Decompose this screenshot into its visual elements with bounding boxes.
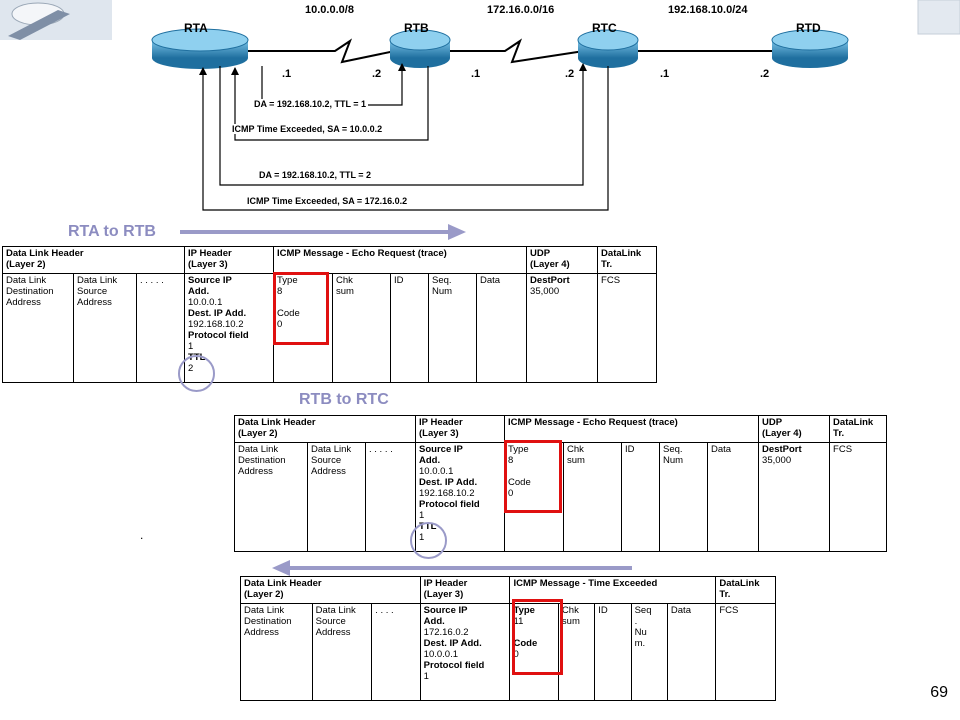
ttl-highlight-circle: [410, 522, 447, 559]
ip-header-layer: (Layer 3): [188, 259, 228, 270]
ip-header-cell: IP Header(Layer 3): [419, 576, 511, 604]
corner-photo-icon: [0, 0, 112, 40]
packet-table-time-exceeded: Data Link Header(Layer 2) IP Header(Laye…: [240, 576, 776, 701]
stray-mark: .: [140, 528, 144, 542]
trace-reply1-label: ICMP Time Exceeded, SA = 10.0.0.2: [230, 124, 385, 134]
router-icon: [151, 28, 249, 69]
icmp-id-cell: ID: [594, 603, 632, 701]
icmp-type-highlight: [273, 272, 329, 345]
udp-header-cell: UDP (Layer 4): [526, 246, 599, 274]
section-title-rtb-to-rtc: RTB to RTC: [299, 391, 389, 408]
router-name-rta: RTA: [184, 21, 208, 35]
page-number: 69: [930, 684, 948, 701]
router-icon: [577, 29, 639, 68]
dl-more-cell: . . . . .: [364, 442, 417, 552]
dl-header-title: Data Link Header: [6, 248, 84, 259]
serial-link-icon: [245, 38, 585, 64]
dl-trailer-sub: Tr.: [601, 259, 613, 270]
icmp-type-highlight: [512, 599, 563, 675]
udp-header-cell: UDP(Layer 4): [758, 415, 831, 443]
network-label: 10.0.0.0/8: [305, 4, 354, 16]
network-label: 192.168.10.0/24: [668, 4, 748, 16]
corner-photo-icon: [917, 0, 960, 35]
dl-header-cell: Data Link Header (Layer 2): [1, 246, 186, 274]
interface-label: .1: [471, 68, 481, 80]
trace-reply1-arrow: [231, 66, 429, 141]
icmp-seq-cell: Seq.Num: [659, 442, 709, 552]
trace-reply2-arrow: [199, 66, 609, 211]
router-name-rtb: RTB: [404, 21, 429, 35]
packet-table-rtb-to-rtc: Data Link Header(Layer 2) IP Header(Laye…: [233, 415, 888, 552]
icmp-type-highlight: [504, 440, 562, 513]
router-icon: [389, 29, 451, 68]
trace-reply2-label: ICMP Time Exceeded, SA = 172.16.0.2: [245, 196, 410, 206]
trace-probe2-arrow: [219, 63, 587, 186]
dl-header-cell: Data Link Header(Layer 2): [233, 415, 417, 443]
interface-label: .1: [282, 68, 292, 80]
packet-table-rta-to-rtb: Data Link Header (Layer 2) IP Header (La…: [1, 246, 658, 383]
router-name-rtc: RTC: [592, 21, 617, 35]
ip-header-cell: IP Header(Layer 3): [415, 415, 506, 443]
rta-to-rtb-arrow: [180, 224, 466, 240]
topology-diagram: [0, 0, 960, 240]
network-label: 172.16.0.0/16: [487, 4, 555, 16]
ip-header-cell: IP Header (Layer 3): [184, 246, 275, 274]
icmp-header-title: ICMP Message - Echo Request (trace): [277, 248, 447, 259]
icmp-id-cell: ID: [621, 442, 661, 552]
fcs-cell: FCS: [597, 273, 658, 383]
router-name-rtd: RTD: [796, 21, 821, 35]
interface-label: .2: [372, 68, 382, 80]
fcs-cell: FCS: [829, 442, 888, 552]
interface-label: .1: [660, 68, 670, 80]
icmp-header-cell: ICMP Message - Echo Request (trace): [504, 415, 760, 443]
fcs-cell: FCS: [715, 603, 776, 701]
interface-label: .2: [760, 68, 770, 80]
dl-trailer-title: DataLink: [601, 248, 642, 259]
dl-header-cell: Data Link Header(Layer 2): [240, 576, 421, 604]
icmp-seq-cell: Seq.Num: [428, 273, 478, 383]
dl-more-cell: . . . .: [371, 603, 421, 701]
rtc-return-arrow: [272, 560, 632, 576]
dl-header-layer: (Layer 2): [6, 259, 46, 270]
ip-header-title: IP Header: [188, 248, 232, 259]
icmp-header-cell: ICMP Message - Echo Request (trace): [273, 246, 528, 274]
interface-label: .2: [565, 68, 575, 80]
icmp-id-cell: ID: [390, 273, 430, 383]
ttl-highlight-circle: [178, 355, 215, 392]
router-icon: [771, 29, 849, 68]
dl-trailer-cell: DataLink Tr.: [597, 246, 658, 274]
icmp-data-cell: Data: [666, 603, 717, 701]
trace-probe1-label: DA = 192.168.10.2, TTL = 1: [252, 99, 369, 109]
udp-header-layer: (Layer 4): [530, 259, 570, 270]
trace-probe2-label: DA = 192.168.10.2, TTL = 2: [257, 170, 374, 180]
udp-header-title: UDP: [530, 248, 551, 259]
section-title-rta-to-rtb: RTA to RTB: [68, 223, 156, 240]
icmp-data-cell: Data: [476, 273, 528, 383]
icmp-data-cell: Data: [707, 442, 760, 552]
dl-more-cell: . . . . .: [135, 273, 186, 383]
